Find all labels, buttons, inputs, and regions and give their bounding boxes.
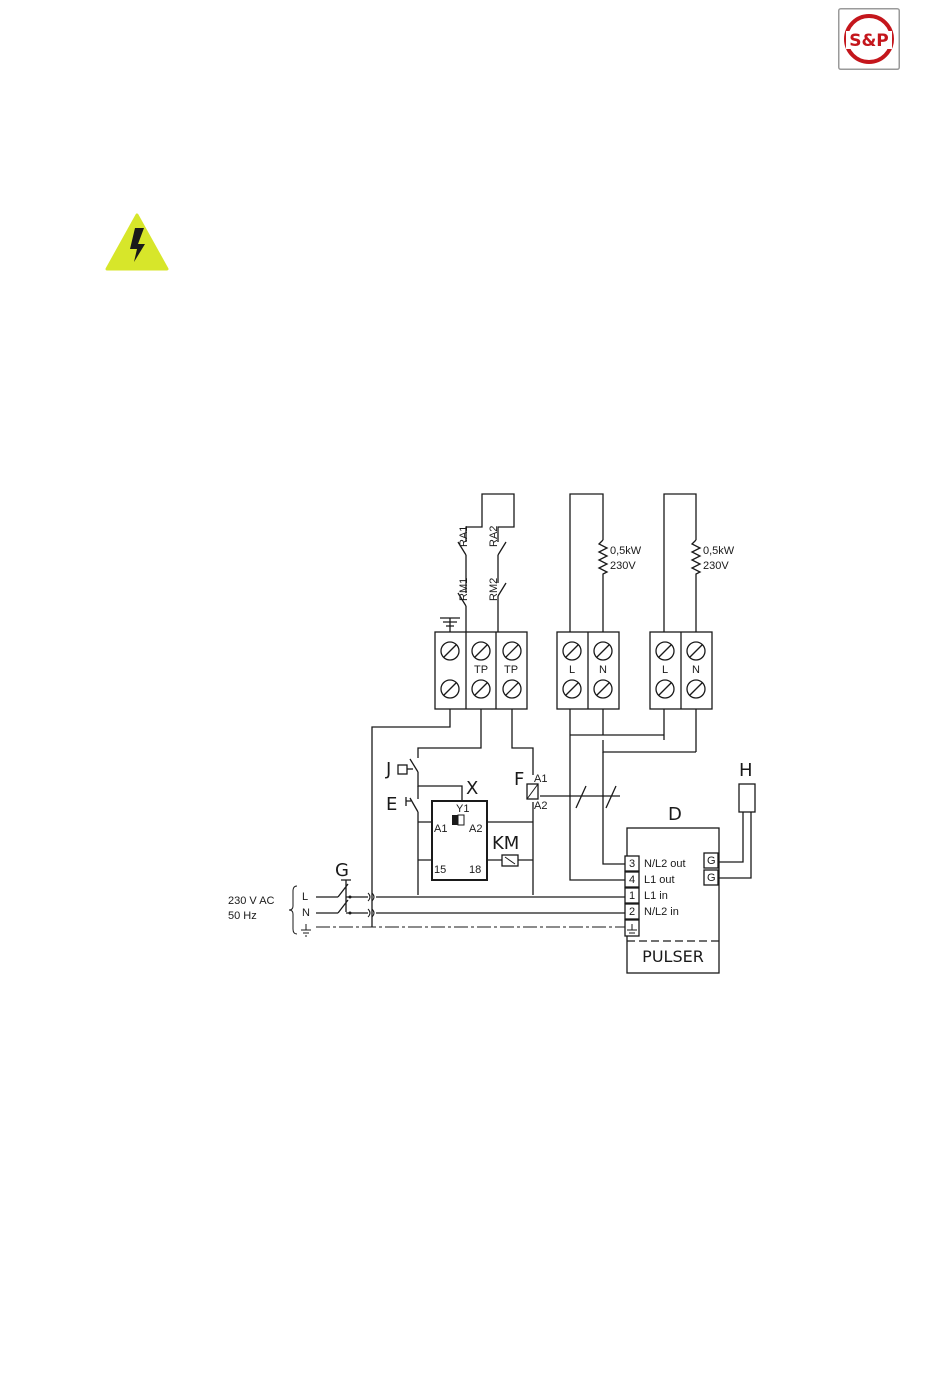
supply-brace — [289, 886, 297, 934]
pulser-g-2: G — [707, 872, 716, 884]
terminal-n-2: N — [692, 664, 700, 676]
f-pin-a2: A2 — [534, 800, 547, 812]
coil-f — [527, 784, 538, 799]
terminal-tp-2: TP — [504, 664, 518, 676]
pulser-pin-2-num: 2 — [629, 906, 635, 918]
pulser-pin-3-num: 3 — [629, 858, 635, 870]
x-pin-y1: Y1 — [456, 803, 469, 815]
switch-j — [398, 765, 413, 774]
supply-frequency: 50 Hz — [228, 910, 257, 922]
heater-1-voltage: 230V — [610, 560, 636, 572]
heater-2-power: 0,5kW — [703, 545, 735, 557]
rm1-label: RM1 — [458, 578, 470, 601]
x-pin-18: 18 — [469, 864, 481, 876]
label-j: J — [385, 759, 391, 780]
f-pin-a1: A1 — [534, 773, 547, 785]
terminal-l-1: L — [569, 664, 575, 676]
label-h: H — [739, 760, 753, 781]
main-switch-g — [338, 880, 352, 915]
label-g: G — [335, 860, 349, 881]
ra2-label: RA2 — [488, 526, 500, 547]
pulser-label: PULSER — [642, 947, 704, 966]
sensor-h — [739, 784, 755, 812]
terminal-l-2: L — [662, 664, 668, 676]
pulser-pin-1-text: L1 in — [644, 890, 668, 902]
x-pin-15: 15 — [434, 864, 446, 876]
x-pin-a2: A2 — [469, 823, 482, 835]
heater-2-voltage: 230V — [703, 560, 729, 572]
pulser-pin-4-num: 4 — [629, 874, 635, 886]
pulser-pin-3-text: N/L2 out — [644, 858, 686, 870]
x-pin-a1: A1 — [434, 823, 447, 835]
relay-contacts: RA1 RA2 RM1 RM2 — [458, 494, 514, 645]
terminal-n-1: N — [599, 664, 607, 676]
label-e: E — [386, 794, 397, 815]
label-x: X — [466, 778, 478, 799]
pulser-g-1: G — [707, 855, 716, 867]
supply-n: N — [302, 907, 310, 919]
pulser-pin-4-text: L1 out — [644, 874, 675, 886]
pulser-pin-1-num: 1 — [629, 890, 635, 902]
label-km: KM — [492, 833, 519, 854]
heater-1-power: 0,5kW — [610, 545, 642, 557]
label-f: F — [514, 769, 524, 790]
heater-2: 0,5kW 230V — [664, 494, 735, 645]
terminal-tp-1: TP — [474, 664, 488, 676]
coil-km — [502, 855, 518, 866]
supply-voltage: 230 V AC — [228, 895, 275, 907]
rm2-label: RM2 — [488, 578, 500, 601]
heater-1: 0,5kW 230V — [570, 494, 642, 645]
label-d: D — [668, 804, 682, 825]
supply-l: L — [302, 891, 308, 903]
pulser-pin-2-text: N/L2 in — [644, 906, 679, 918]
ra1-label: RA1 — [458, 526, 470, 547]
supply-earth-icon — [301, 924, 311, 936]
earth-icon — [440, 618, 460, 632]
